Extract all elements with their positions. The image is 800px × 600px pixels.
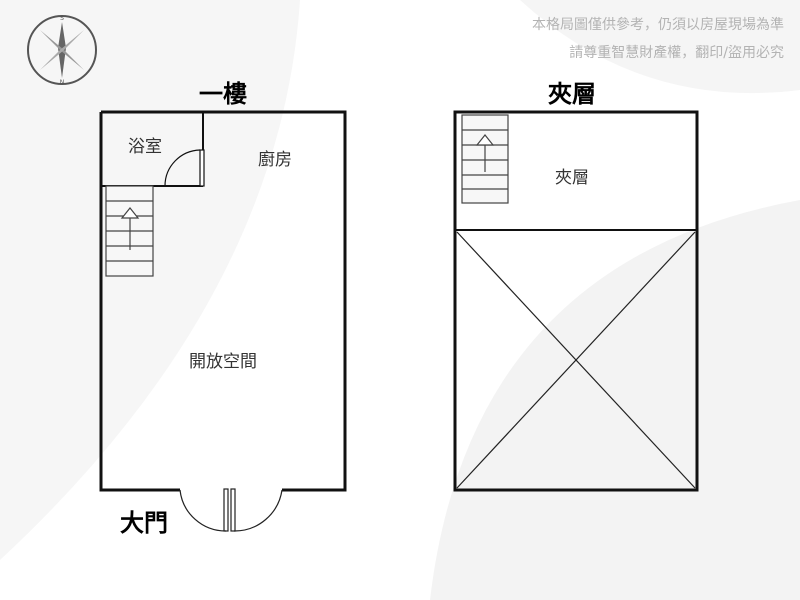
background-blob-left	[0, 0, 300, 560]
mezzanine-title: 夾層	[548, 80, 596, 108]
entrance-door-leaf-right	[230, 488, 236, 532]
entrance-door-swing-right	[233, 489, 283, 532]
bathroom-door-leaf	[199, 149, 205, 187]
floor1-title: 一樓	[199, 80, 247, 108]
background-blob-top	[520, 0, 800, 94]
room-label-mezzanine: 夾層	[555, 168, 589, 188]
stairs-up-arrow-icon	[120, 207, 140, 250]
background-blob-right	[430, 200, 800, 600]
floor1-plan	[99, 110, 347, 492]
floor1-wall-left-bottom	[99, 112, 180, 492]
entrance-label: 大門	[120, 509, 168, 537]
floor1-stairs	[105, 185, 154, 277]
bathroom-door-swing	[164, 149, 201, 187]
compass-icon: S N	[27, 15, 97, 86]
mezzanine-void	[456, 231, 696, 489]
entrance-doors	[179, 488, 283, 532]
void-cross-line-2	[456, 231, 696, 489]
room-label-open-space: 開放空間	[189, 352, 257, 372]
disclaimer-line-2: 請尊重智慧財產權，翻印/盜用必究	[569, 45, 784, 61]
mezzanine-outer-walls	[453, 110, 699, 492]
entrance-door-swing-left	[179, 489, 227, 532]
floor1-wall-right-top	[101, 110, 347, 492]
room-label-bathroom: 浴室	[128, 137, 162, 157]
mezzanine-stairs	[461, 114, 509, 204]
mezzanine-plan	[453, 110, 699, 492]
compass-south-label: S	[60, 15, 64, 22]
disclaimer-line-1: 本格局圖僅供參考，仍須以房屋現場為準	[532, 17, 784, 33]
compass-north-label: N	[60, 79, 65, 86]
mezzanine-stairs-up-arrow-icon	[475, 134, 495, 172]
room-label-kitchen: 廚房	[258, 150, 292, 170]
entrance-door-leaf-left	[223, 488, 229, 532]
